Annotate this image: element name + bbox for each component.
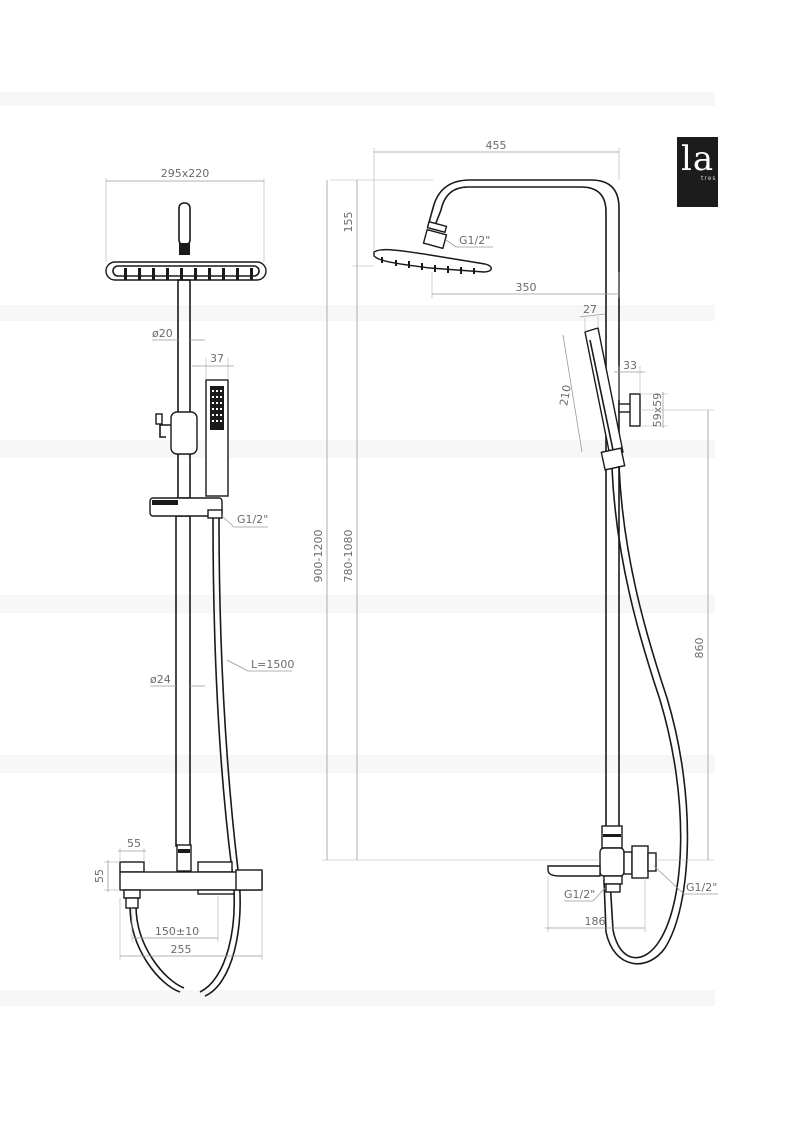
dim-bracket-depth: 33 <box>623 359 637 372</box>
dim-pipe-diameter-upper: ø20 <box>152 327 173 340</box>
dim-total-height: 900-1200 <box>312 530 325 583</box>
dim-head-offset: 350 <box>516 281 537 294</box>
dim-valve-width: 55 <box>127 837 141 850</box>
dim-handshower-width: 37 <box>210 352 224 365</box>
wall-bracket <box>618 393 641 427</box>
dim-inlet-spacing: 150±10 <box>155 925 199 938</box>
dim-spout-thread: G1/2" <box>564 888 595 901</box>
brand-logo: la tres <box>677 137 718 207</box>
dim-handshower-length: 210 <box>557 384 573 407</box>
dim-hose-length: L=1500 <box>251 658 294 671</box>
side-hose <box>603 465 689 965</box>
hose <box>129 517 241 997</box>
shelf-holder <box>149 497 223 519</box>
dim-head-thread: G1/2" <box>459 234 490 247</box>
hand-shower <box>205 379 229 497</box>
dim-pipe-diameter-lower: ø24 <box>150 673 171 686</box>
dim-valve-height: 55 <box>93 869 106 883</box>
dim-holder-thread: G1/2" <box>237 513 268 526</box>
dim-head-height: 780-1080 <box>342 530 355 583</box>
front-view <box>105 202 267 997</box>
dim-arm-reach: 455 <box>486 139 507 152</box>
side-shower-head <box>373 220 492 274</box>
side-dimensions: 455 155 G1/2" 350 27 210 33 59x59 <box>312 139 718 932</box>
slide-holder <box>155 411 198 455</box>
dim-inlet-thread: G1/2" <box>686 881 717 894</box>
dim-head-size: 295x220 <box>161 167 210 180</box>
dim-handshower-depth: 27 <box>583 303 597 316</box>
dim-bracket-height: 860 <box>693 638 706 659</box>
side-hand-shower <box>584 327 626 471</box>
front-dimensions: 295x220 ø20 37 G1/2" L=1500 ø24 55 55 <box>93 167 294 960</box>
side-mixer <box>547 825 657 893</box>
dim-mixer-width: 255 <box>171 943 192 956</box>
side-view <box>373 179 689 965</box>
dim-head-drop: 155 <box>342 212 355 233</box>
brand-logo-subtext: tres <box>701 175 717 182</box>
brand-logo-mark: la <box>681 139 715 179</box>
overhead-arm <box>427 179 620 830</box>
dim-spout-length: 186 <box>585 915 606 928</box>
overhead-shower-head <box>105 202 267 281</box>
